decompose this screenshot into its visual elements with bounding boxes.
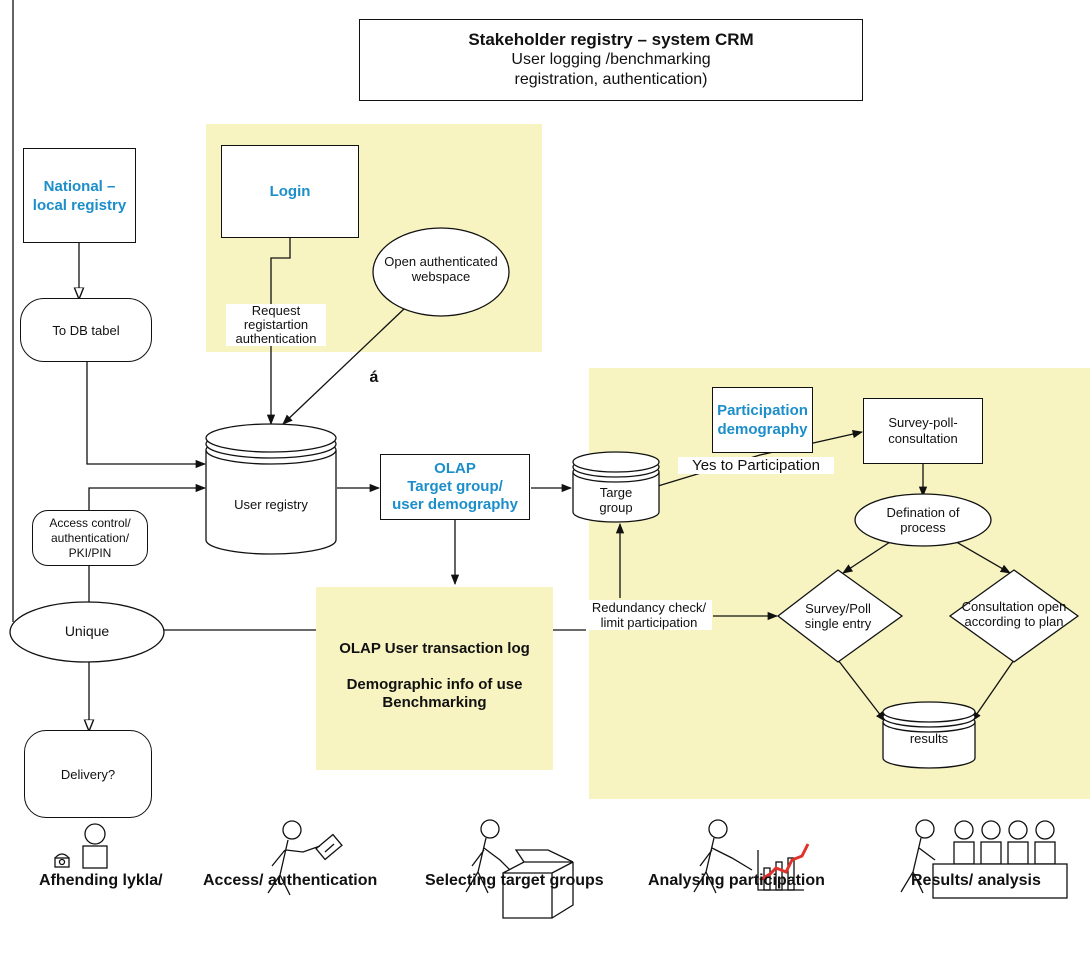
benchmarking: Benchmarking: [382, 694, 487, 711]
header-line2: User logging /benchmarking: [511, 51, 711, 68]
survey-single-label: Survey/Poll single entry: [804, 601, 872, 631]
login-box: Login: [221, 145, 359, 238]
olap-log-text: OLAP User transaction log Demographic in…: [316, 640, 553, 712]
consultation-diamond: [948, 569, 1080, 663]
olap-line3: user demography: [392, 496, 518, 513]
yes-participation-label: Yes to Participation: [678, 457, 834, 474]
results-cylinder: [882, 722, 976, 769]
to-db-box: To DB tabel: [20, 298, 152, 362]
person-box-icon: [465, 819, 574, 919]
target-group-cylinder: [572, 472, 660, 523]
definition-ellipse: [854, 493, 992, 547]
accent-mark: á: [369, 369, 379, 386]
definition-label: Defination of process: [886, 505, 960, 535]
footer-label-5: Results/ analysis: [911, 872, 1041, 889]
header-title: Stakeholder registry – system CRM: [468, 30, 754, 49]
open-webspace-label: Open authenticated webspace: [384, 254, 498, 284]
request-line2: registartion: [243, 317, 309, 332]
to-db-label: To DB tabel: [52, 322, 120, 338]
results-label: results: [909, 731, 949, 746]
open-webspace-ellipse: [372, 227, 510, 317]
login-label: Login: [269, 183, 311, 200]
person-phone-icon: [54, 823, 108, 869]
consultation-label: Consultation open according to plan: [961, 599, 1067, 629]
request-label: Request registartion authentication: [226, 304, 326, 346]
redundancy-label: Redundancy check/ limit participation: [586, 600, 712, 630]
delivery-label: Delivery?: [60, 766, 116, 782]
user-registry-cylinder: [205, 450, 337, 555]
user-registry-label: User registry: [234, 497, 308, 512]
olap-target-box: OLAP Target group/ user demography: [380, 454, 530, 520]
delivery-box: Delivery?: [24, 730, 152, 818]
unique-ellipse: [9, 601, 165, 663]
footer-label-3: Selecting target groups: [425, 872, 604, 889]
request-line3: authentication: [235, 331, 317, 346]
footer-label-1: Afhending lykla/: [39, 872, 163, 889]
header-box: Stakeholder registry – system CRM User l…: [359, 19, 863, 101]
demographic-info: Demographic info of use: [346, 676, 523, 693]
request-line1: Request: [251, 303, 301, 318]
target-group-label: Targe group: [599, 485, 633, 515]
survey-single-diamond: [776, 569, 904, 663]
footer-label-4: Analysing participation: [648, 872, 825, 889]
olap-line2: Target group/: [407, 478, 503, 495]
national-registry-label: National – local registry: [32, 177, 127, 214]
olap-line1: OLAP: [434, 460, 476, 477]
unique-label: Unique: [64, 623, 110, 639]
participation-label: Participation demography: [717, 402, 808, 438]
survey-poll-label: Survey-poll-consultation: [888, 415, 958, 446]
header-line3: registration, authentication): [514, 71, 708, 88]
access-control-box: Access control/ authentication/ PKI/PIN: [32, 510, 148, 566]
olap-log-title: OLAP User transaction log: [339, 640, 530, 657]
access-control-label: Access control/ authentication/ PKI/PIN: [49, 515, 131, 560]
national-registry-box: National – local registry: [23, 148, 136, 243]
footer-label-2: Access/ authentication: [203, 872, 378, 889]
olap-log-panel: [316, 587, 553, 770]
survey-poll-box: Survey-poll-consultation: [863, 398, 983, 464]
group-meeting-icon: [900, 819, 1068, 899]
participation-box: Participation demography: [712, 387, 813, 453]
person-card-icon: [267, 820, 343, 896]
chart-trend-icon: [759, 843, 810, 882]
